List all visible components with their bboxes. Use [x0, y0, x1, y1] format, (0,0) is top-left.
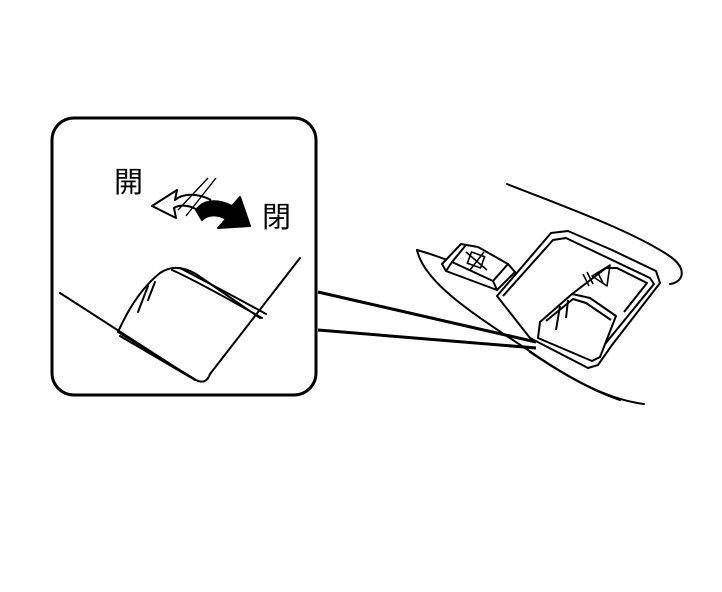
- window-lock-switch: [441, 243, 516, 291]
- window-lock-icon: [465, 251, 488, 271]
- power-window-switch-housing: [496, 230, 661, 369]
- magnified-switch: [59, 257, 301, 383]
- window-icon: [582, 264, 611, 287]
- callout-frame: [50, 116, 318, 397]
- magnified-callout: 開 閉: [50, 116, 318, 397]
- label-close: 閉: [262, 200, 291, 234]
- callout-connector: [317, 290, 537, 350]
- curved-arrow-icon: [151, 177, 251, 229]
- label-open: 開: [114, 165, 143, 199]
